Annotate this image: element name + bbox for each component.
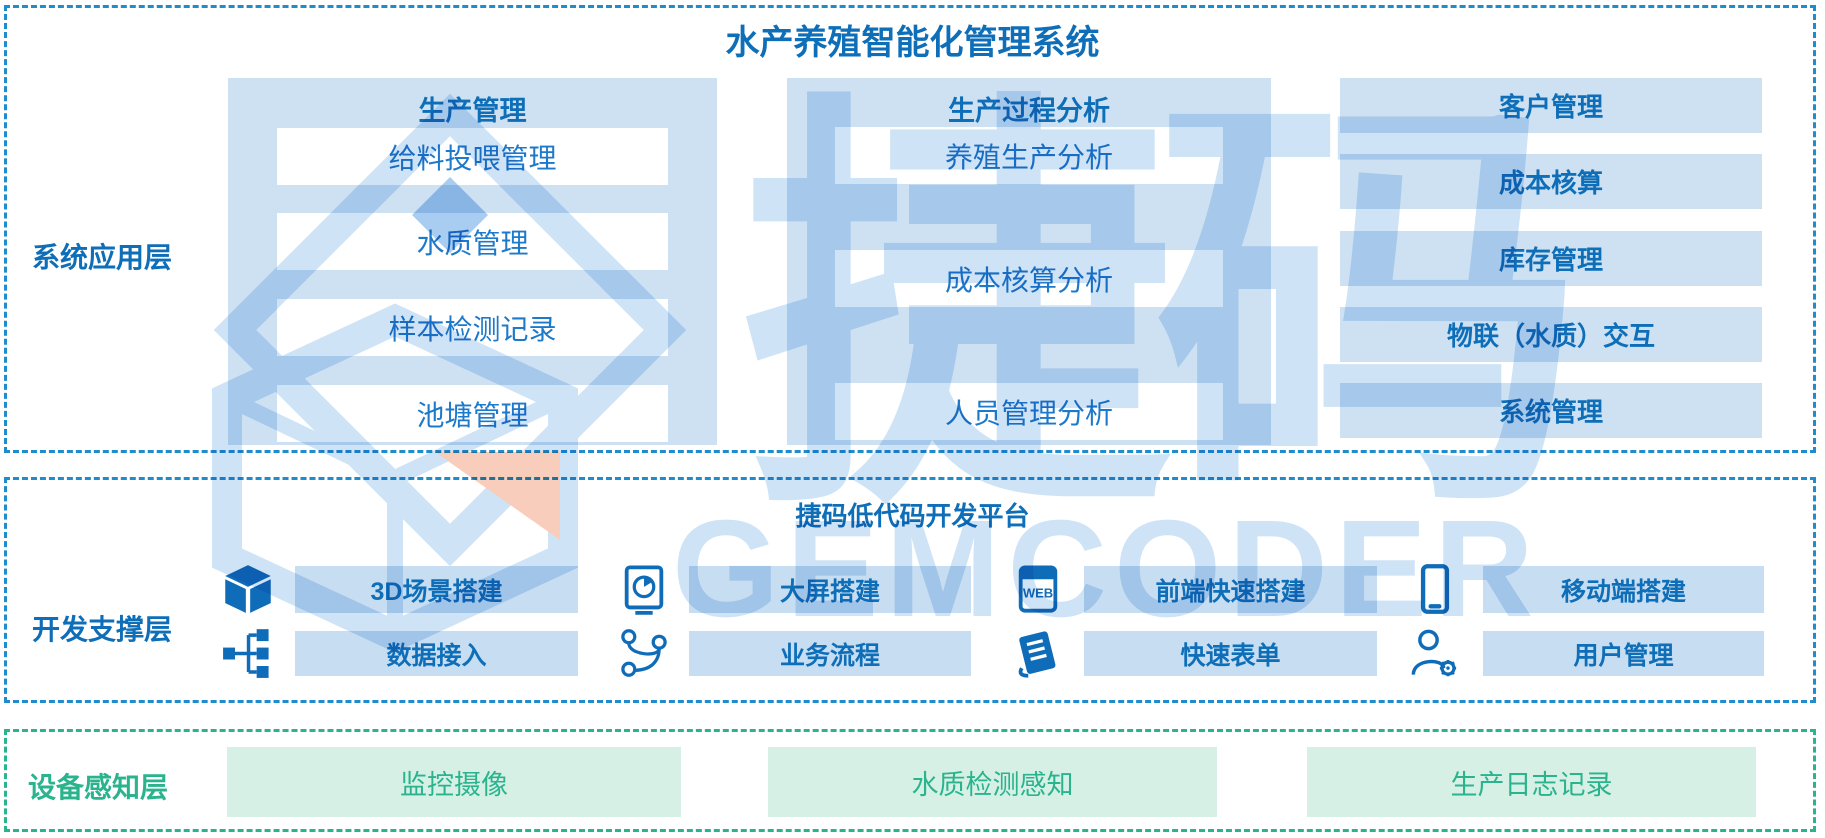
dev-bar-mobile-build: 移动端搭建 — [1483, 566, 1764, 613]
cube-3d-icon — [222, 563, 274, 615]
panel-item: 水质管理 — [277, 213, 668, 270]
platform-title: 捷码低代码开发平台 — [795, 501, 1030, 531]
panel-process-analysis: 生产过程分析 养殖生产分析 成本核算分析 人员管理分析 — [787, 78, 1271, 445]
form-document-icon — [1012, 627, 1064, 679]
dev-bar-data-access: 数据接入 — [295, 631, 578, 676]
dev-bar-quick-form: 快速表单 — [1084, 631, 1377, 676]
panel-item: 给料投喂管理 — [277, 128, 668, 185]
panel-item: 人员管理分析 — [835, 383, 1223, 440]
web-browser-icon: WEB — [1012, 563, 1064, 615]
workflow-icon — [618, 627, 670, 679]
user-gear-icon — [1409, 627, 1461, 679]
dev-bar-3d-scene: 3D场景搭建 — [295, 566, 578, 613]
app-bar-iot-water-interaction: 物联（水质）交互 — [1340, 307, 1762, 362]
app-bar-system-management: 系统管理 — [1340, 383, 1762, 438]
dev-bar-business-process: 业务流程 — [689, 631, 971, 676]
device-box-water-quality-sensing: 水质检测感知 — [768, 747, 1217, 817]
panel-header: 生产管理 — [418, 96, 527, 126]
mobile-phone-icon — [1409, 563, 1461, 615]
page-title: 水产养殖智能化管理系统 — [725, 24, 1100, 62]
panel-item: 成本核算分析 — [835, 250, 1223, 307]
panel-header: 生产过程分析 — [948, 96, 1110, 126]
dev-bar-frontend-build: 前端快速搭建 — [1084, 566, 1377, 613]
dev-bar-user-management: 用户管理 — [1483, 631, 1764, 676]
panel-item: 池塘管理 — [277, 385, 668, 442]
app-bar-cost-accounting: 成本核算 — [1340, 154, 1762, 209]
device-box-camera-monitoring: 监控摄像 — [227, 747, 681, 817]
panel-item: 样本检测记录 — [277, 299, 668, 356]
panel-item: 养殖生产分析 — [835, 127, 1223, 184]
device-box-production-log: 生产日志记录 — [1307, 747, 1756, 817]
screen-chart-icon — [618, 563, 670, 615]
dev-layer-label: 开发支撑层 — [32, 614, 173, 645]
app-bar-customer-management: 客户管理 — [1340, 78, 1762, 133]
panel-production-management: 生产管理 给料投喂管理 水质管理 样本检测记录 池塘管理 — [228, 78, 717, 445]
dev-bar-big-screen: 大屏搭建 — [689, 566, 971, 613]
app-layer-label: 系统应用层 — [32, 242, 173, 273]
device-layer-label: 设备感知层 — [28, 772, 169, 803]
app-bar-inventory-management: 库存管理 — [1340, 231, 1762, 286]
web-icon-text: WEB — [1023, 586, 1053, 601]
data-tree-icon — [222, 627, 274, 679]
